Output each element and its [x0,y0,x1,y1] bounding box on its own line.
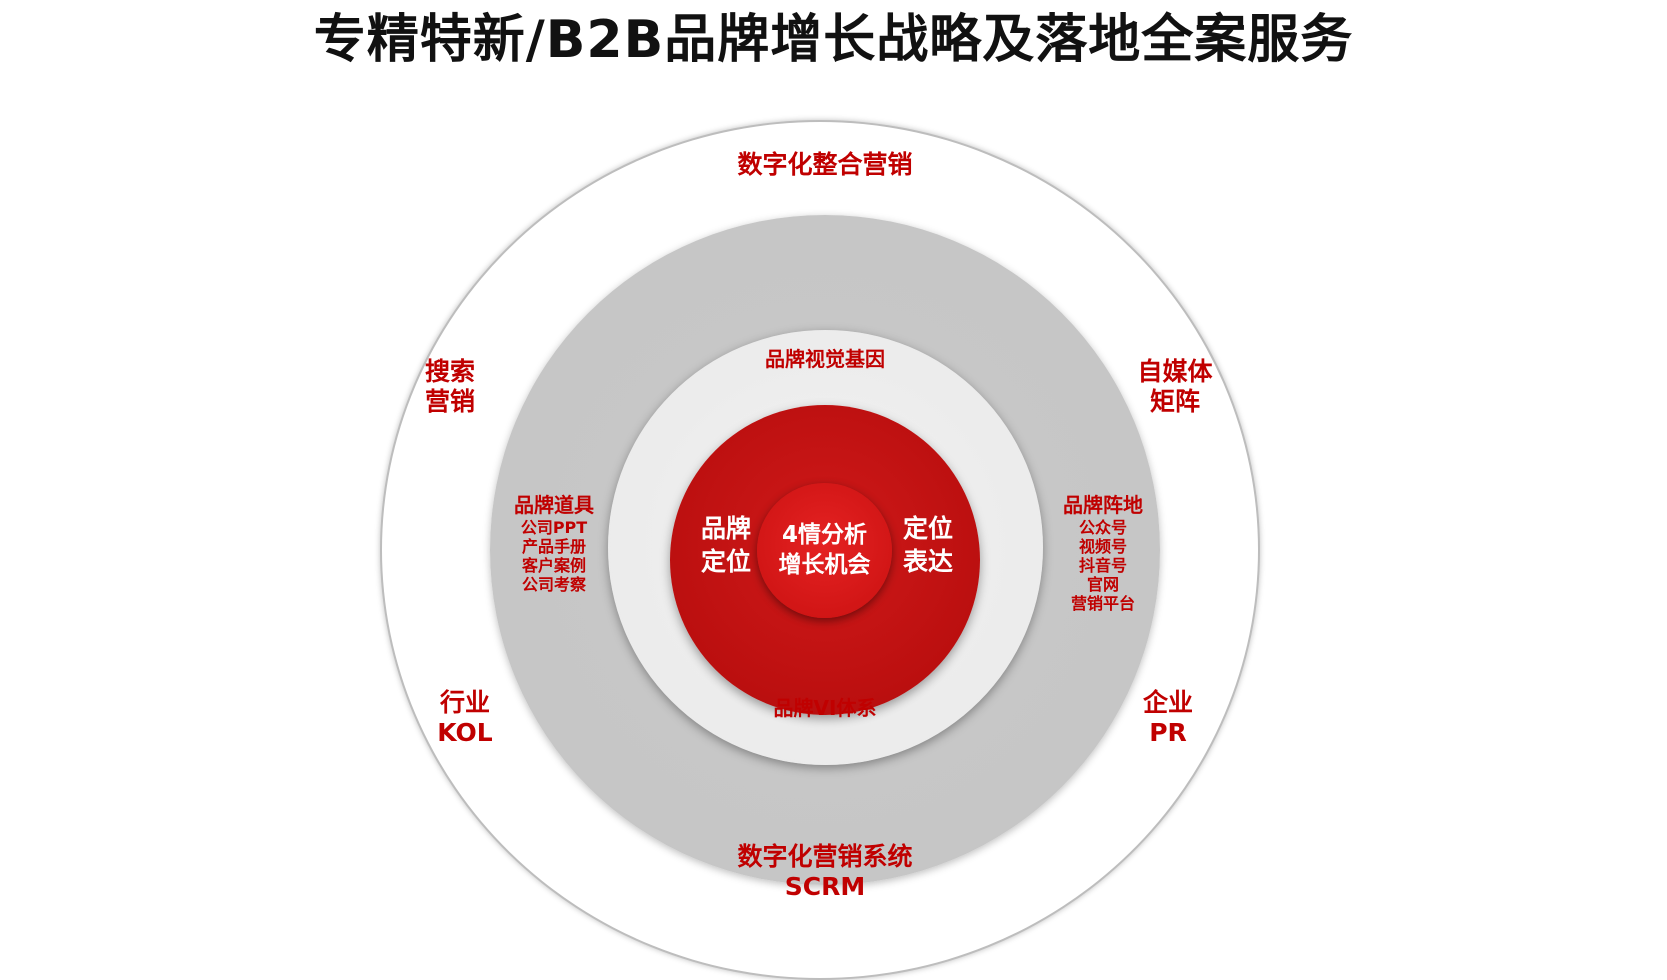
label-brand-props-item: 产品手册 [521,537,586,556]
label-brand-positions-item: 公众号 [1078,518,1127,537]
label-core-analysis-line2: 增长机会 [778,552,871,578]
label-brand-props-title: 品牌道具 [514,493,594,517]
label-positioning-expression-line2: 表达 [902,547,953,576]
label-brand-positions-title: 品牌阵地 [1063,493,1143,517]
label-integrated-digital-marketing-text: 数字化整合营销 [737,150,913,179]
label-brand-positioning-line2: 定位 [700,547,751,576]
label-digital-marketing-system: 数字化营销系统 SCRM [660,842,990,902]
label-brand-vi-system-text: 品牌VI体系 [773,696,877,720]
label-self-media-matrix-line1: 自媒体 [1137,357,1213,386]
label-brand-props-item: 公司考察 [521,575,586,594]
label-industry-kol-line1: 行业 [439,688,490,717]
label-enterprise-pr: 企业 PR [1123,688,1213,748]
label-search-marketing-line1: 搜索 [424,357,475,386]
label-brand-vi-system: 品牌VI体系 [715,695,935,721]
label-brand-positions-item: 视频号 [1078,537,1127,556]
label-enterprise-pr-line2: PR [1149,718,1187,747]
label-core-analysis: 4情分析 增长机会 [757,520,892,580]
label-search-marketing-line2: 营销 [424,387,475,416]
label-self-media-matrix-line2: 矩阵 [1149,387,1200,416]
label-brand-positions-item: 抖音号 [1078,556,1127,575]
label-digital-marketing-system-line1: 数字化营销系统 [737,842,913,871]
core-circle [757,483,892,618]
label-brand-visual-gene: 品牌视觉基因 [715,346,935,372]
label-positioning-expression-line1: 定位 [902,514,953,543]
label-enterprise-pr-line1: 企业 [1142,688,1193,717]
page-title: 专精特新/B2B品牌增长战略及落地全案服务 [313,10,1354,70]
label-brand-props: 品牌道具 公司PPT 产品手册 客户案例 公司考察 [494,493,614,594]
label-brand-visual-gene-text: 品牌视觉基因 [765,347,885,371]
label-core-analysis-line1: 4情分析 [781,522,867,548]
label-brand-props-item: 客户案例 [521,556,586,575]
label-brand-positioning: 品牌 定位 [688,512,764,578]
label-positioning-expression: 定位 表达 [890,512,966,578]
label-search-marketing: 搜索 营销 [400,357,500,417]
label-integrated-digital-marketing: 数字化整合营销 [666,150,984,180]
label-brand-positions-item: 官网 [1086,575,1119,594]
label-brand-positions-item: 营销平台 [1070,594,1135,613]
label-digital-marketing-system-line2: SCRM [784,872,866,901]
label-industry-kol-line2: KOL [437,718,493,747]
label-brand-props-item: 公司PPT [520,518,588,537]
label-brand-positioning-line1: 品牌 [700,514,751,543]
label-industry-kol: 行业 KOL [415,688,515,748]
label-brand-positions: 品牌阵地 公众号 视频号 抖音号 官网 营销平台 [1043,493,1163,613]
label-self-media-matrix: 自媒体 矩阵 [1120,357,1230,417]
